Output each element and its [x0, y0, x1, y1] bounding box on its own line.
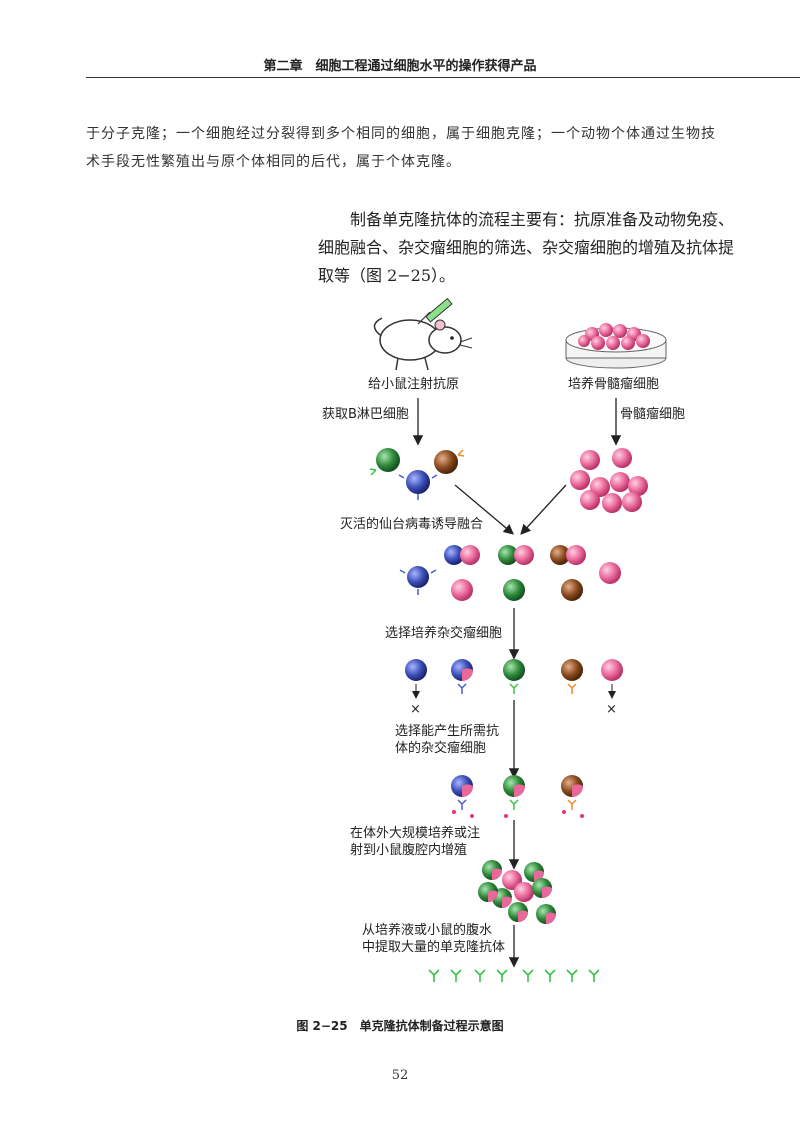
- selected-hybridomas: [451, 775, 584, 818]
- label-extract-2: 中提取大量的单克隆抗体: [362, 939, 505, 955]
- page-number: 52: [391, 1068, 409, 1083]
- selection-row: [405, 659, 623, 699]
- header-rule: [86, 77, 800, 78]
- label-get-bcell: 获取B淋巴细胞: [322, 407, 409, 422]
- fused-cell-pairs: [399, 545, 621, 601]
- label-myeloma-cell: 骨髓瘤细胞: [620, 406, 685, 422]
- arrow-converge: [454, 484, 514, 535]
- label-select-antibody-1: 选择能产生所需抗: [395, 724, 499, 739]
- figure-caption: 图 2−25 单克隆抗体制备过程示意图: [296, 1019, 504, 1033]
- myeloma-cells: [570, 448, 648, 513]
- b-lymphocytes: [369, 448, 465, 500]
- label-culture-myeloma: 培养骨髓瘤细胞: [568, 376, 659, 392]
- mouse-icon: [373, 317, 473, 371]
- label-select-hybridoma: 选择培养杂交瘤细胞: [385, 625, 502, 641]
- syringe-icon: [417, 297, 453, 325]
- label-select-antibody-2: 体的杂交瘤细胞: [395, 740, 486, 756]
- label-expand-1: 在体外大规模培养或注: [350, 825, 480, 841]
- body-paragraph-2: 制备单克隆抗体的流程主要有：抗原准备及动物免疫、细胞融合、杂交瘤细胞的筛选、杂交…: [318, 210, 735, 285]
- label-expand-2: 射到小鼠腹腔内增殖: [350, 842, 467, 858]
- monoclonal-antibodies: [428, 969, 600, 982]
- label-extract-1: 从培养液或小鼠的腹水: [362, 922, 492, 938]
- cross-mark: ×: [606, 702, 617, 717]
- chapter-header: 第二章 细胞工程通过细胞水平的操作获得产品: [263, 59, 537, 74]
- cross-mark: ×: [410, 702, 421, 717]
- proliferated-hybridomas: [478, 860, 556, 924]
- dish-cells: [578, 323, 650, 350]
- label-fusion: 灭活的仙台病毒诱导融合: [340, 516, 483, 532]
- arrow-converge: [520, 484, 567, 535]
- label-inject-antigen: 给小鼠注射抗原: [368, 376, 459, 392]
- body-paragraph-1: 于分子克隆；一个细胞经过分裂得到多个相同的细胞，属于细胞克隆；一个动物个体通过生…: [86, 126, 716, 170]
